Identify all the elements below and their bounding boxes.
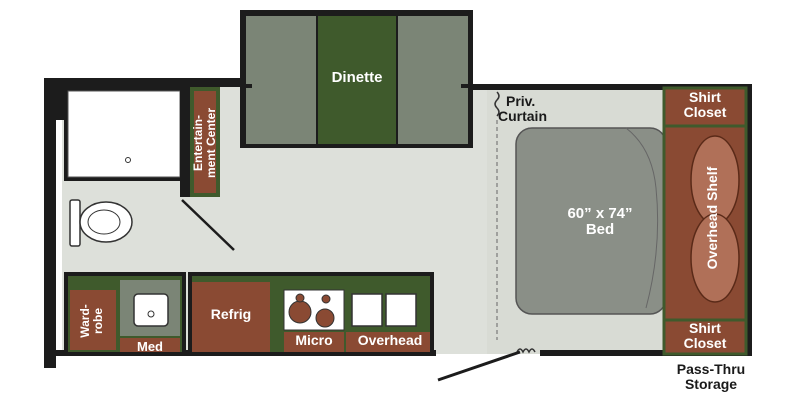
pass-thru-line1: Pass-Thru xyxy=(676,361,746,377)
bed-label-line1: 60” x 74” xyxy=(567,205,633,222)
microwave-cabinet xyxy=(284,332,344,352)
shirt-closet-top-line1: Shirt xyxy=(689,89,721,105)
shirt-closet-bottom xyxy=(662,318,748,356)
dinette xyxy=(240,10,473,148)
shower xyxy=(67,90,181,178)
medicine-cabinet-label: Med xyxy=(120,340,180,354)
dinette-label: Dinette xyxy=(318,70,396,86)
front-cabinets xyxy=(662,86,748,356)
refrigerator-label: Refrig xyxy=(192,307,270,322)
slide-ledge-left xyxy=(240,84,252,88)
dinette-label-text: Dinette xyxy=(331,69,383,86)
overhead-label: Overhead xyxy=(346,333,434,348)
dinette-table xyxy=(318,16,396,144)
dinette-seat-left xyxy=(246,16,316,144)
shirt-closet-top-line2: Closet xyxy=(683,103,727,120)
medicine-cabinet-text: Med xyxy=(137,339,163,354)
bed xyxy=(515,127,667,315)
microwave-text: Micro xyxy=(295,332,333,348)
entertainment-center-line2: ment Center xyxy=(203,108,218,179)
overhead-shelf-label: Overhead Shelf xyxy=(704,158,725,278)
bed-label: 60” x 74” Bed xyxy=(540,206,660,238)
privacy-curtain-label: Priv. Curtain xyxy=(498,94,562,123)
medicine-cabinet xyxy=(120,338,180,352)
pass-thru-line2: Storage xyxy=(684,375,738,392)
privacy-curtain-line1: Priv. xyxy=(506,93,536,109)
refrigerator-text: Refrig xyxy=(210,306,252,322)
refrigerator xyxy=(192,282,270,352)
bath-sink xyxy=(133,293,169,327)
pass-thru-storage-label: Pass-Thru Storage xyxy=(656,362,766,391)
wall-left xyxy=(44,78,56,368)
bed-label-line2: Bed xyxy=(585,220,615,238)
bathroom xyxy=(64,87,235,251)
dinette-seat-right xyxy=(398,16,468,144)
shirt-closet-bottom-line1: Shirt xyxy=(689,320,721,336)
shirt-closet-top-label: Shirt Closet xyxy=(664,90,746,119)
overhead-cabinet xyxy=(346,332,430,352)
bath-door xyxy=(181,199,235,251)
overhead-text: Overhead xyxy=(357,332,423,348)
microwave-label: Micro xyxy=(284,333,344,348)
kitchen-counter xyxy=(188,272,434,356)
wardrobe-line2: robe xyxy=(90,308,105,335)
wardrobe-line1: Ward- xyxy=(78,304,92,338)
wall-top-right xyxy=(473,84,751,90)
kitchen-sink-left xyxy=(351,293,383,327)
kitchen-sink-right xyxy=(385,293,417,327)
wall-bottom-right xyxy=(540,350,752,356)
privacy-curtain xyxy=(494,91,500,117)
bath-wall xyxy=(180,87,190,197)
wardrobe-cabinet xyxy=(70,290,116,350)
shower-drain xyxy=(125,157,131,163)
privacy-curtain-bottom xyxy=(516,348,536,354)
overhead-shelf-text: Overhead Shelf xyxy=(704,166,720,270)
shirt-closet-bottom-line2: Closet xyxy=(683,334,727,351)
entertainment-center-line1: Entertain- xyxy=(191,115,205,172)
slide-ledge-right xyxy=(461,84,475,88)
entertainment-center-label: Entertain- ment Center xyxy=(191,88,218,198)
wardrobe-label: Ward- robe xyxy=(78,293,105,349)
privacy-curtain-line2: Curtain xyxy=(498,107,547,124)
shirt-closet-bottom-label: Shirt Closet xyxy=(664,321,746,350)
entry-door xyxy=(437,350,521,382)
entertainment-center xyxy=(190,87,220,197)
shirt-closet-top xyxy=(662,86,748,128)
toilet xyxy=(69,199,133,247)
wall-top-left xyxy=(44,78,240,87)
wall-right xyxy=(745,84,752,352)
bath-vanity xyxy=(64,272,186,356)
